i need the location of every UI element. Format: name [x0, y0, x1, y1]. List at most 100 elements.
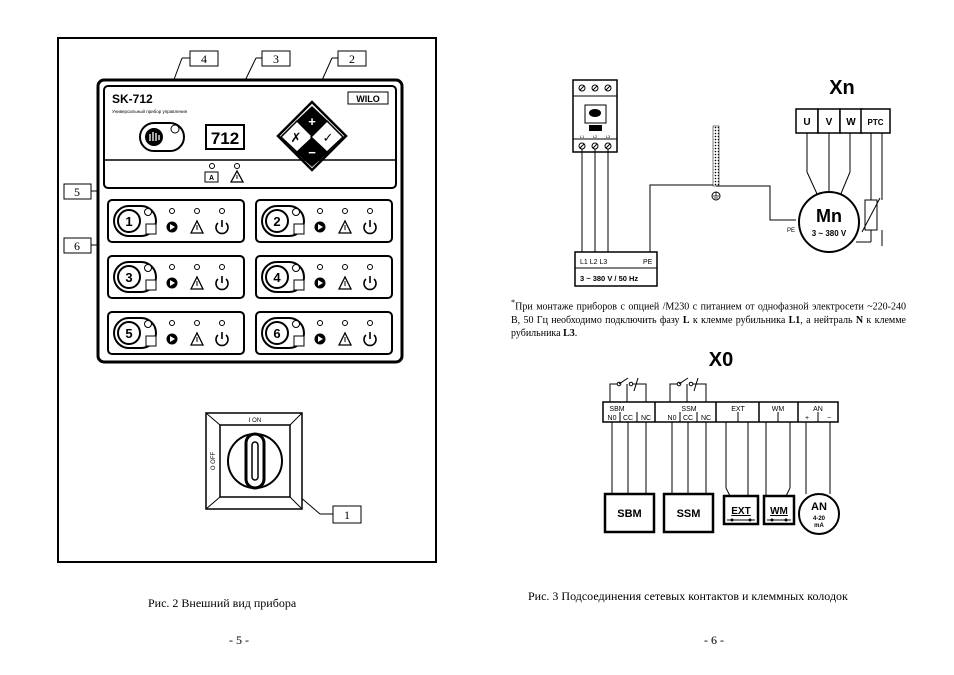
- svg-text:W: W: [846, 117, 856, 128]
- xn-title: Xn: [829, 77, 855, 99]
- ssm-device: SSM: [662, 492, 715, 534]
- run-icon: [166, 333, 178, 345]
- power-icon: [215, 332, 229, 347]
- device-front-figure: 4 3 2 5 6 1: [57, 37, 437, 563]
- motor: Mn 3 ~ 380 V: [798, 191, 860, 253]
- pump-number: 5: [125, 326, 132, 341]
- mains-voltage-label: 3 ~ 380 V / 50 Hz: [580, 274, 638, 283]
- motor-label: Mn: [816, 206, 842, 226]
- warning-icon: [189, 219, 205, 234]
- keypad: + − ✗ ✓: [276, 100, 348, 172]
- auto-icon: [293, 335, 305, 347]
- model-name: SK-712: [112, 92, 153, 106]
- svg-text:5: 5: [74, 185, 80, 199]
- motor-terminal-ptc: PTC: [860, 108, 891, 134]
- terminal-group-ext: EXT: [731, 406, 745, 413]
- page-number-right: - 6 -: [704, 633, 724, 647]
- svg-text:✗: ✗: [291, 130, 302, 145]
- contact-label: N0: [608, 415, 617, 422]
- motor-voltage: 3 ~ 380 V: [812, 229, 847, 238]
- ground-bus: [712, 125, 720, 187]
- auto-icon: [145, 279, 157, 291]
- motor-terminal-u: U: [795, 108, 819, 134]
- contact-label: CC: [623, 415, 633, 422]
- motor-terminal-block: U V W PTC: [795, 108, 891, 134]
- auto-icon: [293, 223, 305, 235]
- main-switch[interactable]: I ON O OFF: [205, 412, 303, 510]
- an-minus: −: [827, 415, 831, 422]
- svg-text:PTC: PTC: [868, 118, 884, 127]
- svg-text:2: 2: [349, 52, 355, 66]
- svg-text:−: −: [308, 145, 316, 160]
- mains-supply: L1 L2 L3 PE 3 ~ 380 V / 50 Hz: [574, 251, 658, 287]
- svg-text:✓: ✓: [323, 130, 334, 145]
- warning-icon: [189, 331, 205, 346]
- model-subtitle: Универсальный прибор управления: [112, 108, 188, 114]
- pump-module-3: 3: [107, 255, 245, 299]
- svg-text:L3: L3: [606, 134, 611, 139]
- power-icon: [363, 220, 377, 235]
- callout-2: 2: [313, 50, 367, 99]
- pump-number: 3: [125, 270, 132, 285]
- manual-mode-button[interactable]: [139, 122, 185, 152]
- motor-terminal-w: W: [839, 108, 863, 134]
- figure-2-caption: Рис. 2 Внешний вид прибора: [148, 596, 297, 610]
- mains-pe-label: PE: [643, 259, 653, 266]
- ok-button[interactable]: ✓: [309, 119, 345, 154]
- x0-wiring: [611, 422, 831, 497]
- pump-number: 6: [273, 326, 280, 341]
- x0-title: X0: [709, 349, 733, 371]
- status-indicators: A: [204, 163, 245, 183]
- terminal-group-an: AN: [813, 406, 823, 413]
- wiring-figure: L1 L2 L3 L1 L2 L3 PE 3 ~ 380 V / 50 Hz X…: [572, 77, 891, 535]
- minus-button[interactable]: −: [295, 136, 329, 167]
- an-sensor: AN 4-20 mA: [798, 493, 840, 535]
- display: [205, 124, 245, 150]
- figure-3-caption: Рис. 3 Подсоединения сетевых контактов и…: [528, 589, 848, 603]
- contact-label: N0: [668, 415, 677, 422]
- run-icon: [314, 277, 326, 289]
- svg-text:V: V: [826, 117, 833, 128]
- run-icon: [166, 221, 178, 233]
- svg-text:U: U: [803, 117, 810, 128]
- pump-module-6: 6: [255, 311, 393, 355]
- svg-text:+: +: [308, 114, 316, 129]
- svg-text:3: 3: [273, 52, 279, 66]
- main-breaker: L1 L2 L3: [572, 79, 618, 153]
- power-icon: [363, 332, 377, 347]
- pump-module-1: 1: [107, 199, 245, 243]
- warning-icon: [337, 331, 353, 346]
- power-icon: [363, 276, 377, 291]
- run-icon: [314, 221, 326, 233]
- power-icon: [215, 276, 229, 291]
- warning-icon: [337, 219, 353, 234]
- pump-number: 2: [273, 214, 280, 229]
- auto-mode-icon: [204, 171, 219, 183]
- brand-text: WILO: [356, 94, 380, 104]
- sbm-device: SBM: [603, 492, 656, 534]
- page-number-left: - 5 -: [229, 633, 249, 647]
- pump-modules: 1 2 3 4 5 6: [107, 199, 393, 355]
- sbm-relay-symbol: [609, 377, 647, 402]
- an-unit: mA: [814, 523, 824, 529]
- ssm-relay-symbol: [669, 377, 707, 402]
- switch-off-label: O OFF: [211, 452, 217, 471]
- callout-1: 1: [277, 477, 362, 524]
- pump-number: 4: [273, 270, 281, 285]
- power-icon: [215, 220, 229, 235]
- motor-pe-label: PE: [787, 228, 795, 234]
- svg-text:1: 1: [344, 508, 350, 522]
- contact-label: CC: [683, 415, 693, 422]
- an-range: 4-20: [813, 516, 826, 522]
- cancel-button[interactable]: ✗: [279, 119, 315, 154]
- contact-label: NC: [701, 415, 711, 422]
- ext-label: EXT: [731, 506, 750, 517]
- wm-label: WM: [770, 506, 788, 517]
- brand-logo: [347, 91, 389, 105]
- run-icon: [314, 333, 326, 345]
- wm-device: WM: [762, 494, 796, 526]
- display-value: 712: [211, 129, 239, 148]
- switch-on-label: I ON: [249, 418, 261, 424]
